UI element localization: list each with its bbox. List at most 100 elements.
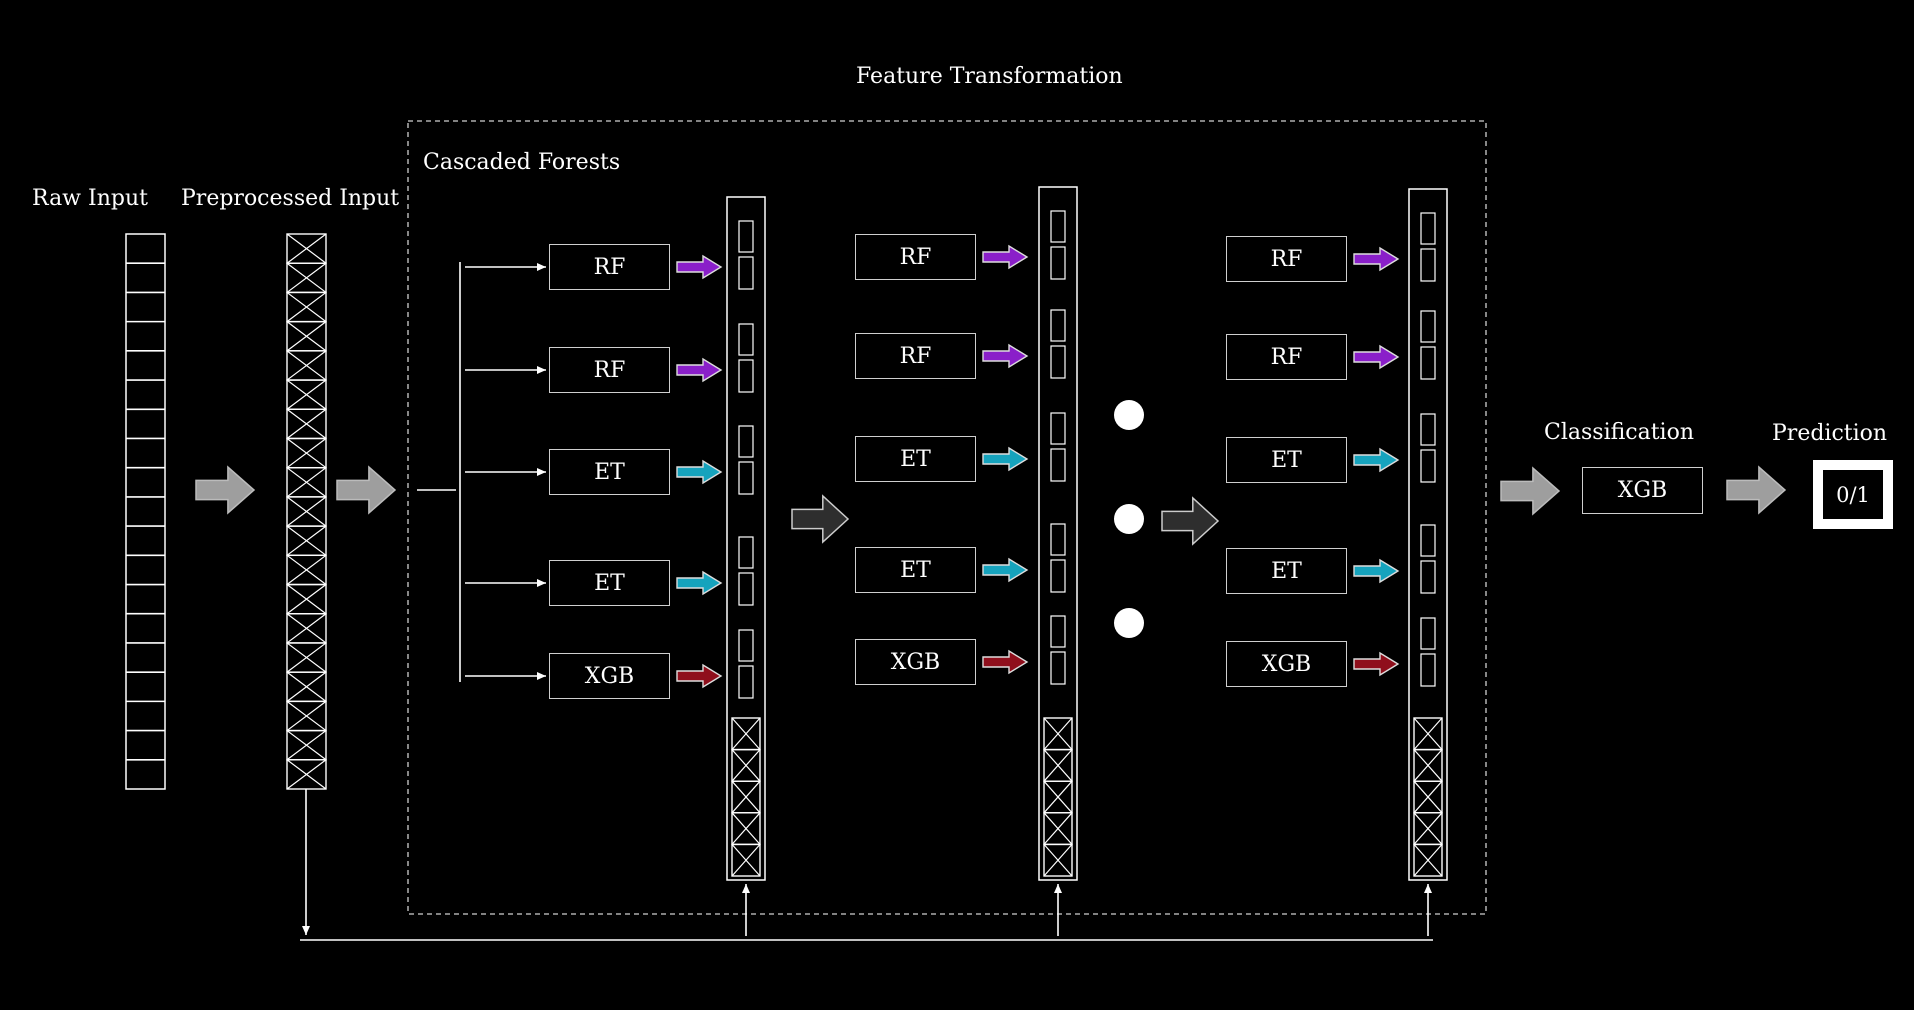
level-n-forest-rf: RF <box>1226 334 1347 380</box>
continuation-dot <box>1114 608 1144 638</box>
level-n-class-vector-cell <box>1420 449 1436 483</box>
level-2-forest-et: ET <box>855 547 976 593</box>
level-n-feature-cell-x2 <box>1413 749 1443 782</box>
preprocessed-input-cell-x2 <box>286 321 327 352</box>
level-2-rf-output-arrow <box>982 244 1029 270</box>
level-1-et-output-arrow <box>676 570 723 596</box>
level-n-forest-et: ET <box>1226 437 1347 483</box>
level-2-feature-cell-x2 <box>1043 844 1073 877</box>
level-1-xgb-output-arrow <box>676 663 723 689</box>
level-1-forest-et: ET <box>549 449 670 495</box>
level-1-output-column <box>726 196 766 881</box>
classifier-to-prediction-arrow <box>1726 465 1787 515</box>
level-2-class-vector-cell <box>1050 309 1066 342</box>
prediction-output-box: 0/1 <box>1813 460 1893 529</box>
level-2-class-vector-cell <box>1050 345 1066 379</box>
level-1-class-vector-cell <box>738 536 754 569</box>
level-2-class-vector-cell <box>1050 246 1066 280</box>
level-n-class-vector-cell <box>1420 248 1436 282</box>
raw-input-label: Raw Input <box>32 186 148 211</box>
level-2-feature-cell <box>1043 843 1073 877</box>
level-n-feature-cell-x2 <box>1413 812 1443 845</box>
level-1-class-vector-cell <box>738 461 754 495</box>
classification-label: Classification <box>1544 420 1695 445</box>
preprocessed-input-cell-x2 <box>286 759 327 790</box>
level-n-class-vector-cell <box>1420 310 1436 343</box>
level-1-rf-output-arrow <box>676 254 723 280</box>
level-2-feature-cell-x2 <box>1043 717 1073 750</box>
level-n-feature-cell-x2 <box>1413 780 1443 814</box>
level-2-forest-rf: RF <box>855 333 976 379</box>
level-1-feature-cell-x2 <box>731 780 761 814</box>
preprocessed-input-cell-x2 <box>286 291 327 323</box>
preprocessed-input-label: Preprocessed Input <box>181 186 400 211</box>
level-1-feature-cell-x2 <box>731 749 761 782</box>
level-1-feature-cell-x2 <box>731 717 761 750</box>
level-1-class-vector-cell <box>738 323 754 356</box>
level-1-class-vector-cell <box>738 425 754 458</box>
level-n-rf-output-arrow <box>1353 344 1400 370</box>
level-1-class-vector-cell <box>738 572 754 606</box>
level-n-class-vector-cell <box>1420 560 1436 594</box>
level-1-to-level-2-arrow <box>791 494 850 544</box>
fan-out-arrow-head <box>537 468 546 476</box>
level-1-feature-cell <box>731 843 761 877</box>
level-1-feature-cell-x2 <box>731 812 761 845</box>
fan-out-arrow-head <box>537 263 546 271</box>
preprocessed-input-cell-x2 <box>286 467 327 498</box>
level-2-output-column <box>1038 186 1078 881</box>
level-2-forest-xgb: XGB <box>855 639 976 685</box>
fan-out-arrow-head <box>537 672 546 680</box>
raw-to-preprocessed-arrow <box>195 465 256 515</box>
preprocessed-input-cell-x2 <box>286 379 327 410</box>
prediction-label: Prediction <box>1772 421 1888 446</box>
level-n-output-column <box>1408 188 1448 881</box>
preprocessed-feedback-down-arrow-head <box>302 926 310 935</box>
level-n-forest-et: ET <box>1226 548 1347 594</box>
level-1-class-vector-cell <box>738 220 754 253</box>
feedback-up-arrow-head <box>1424 884 1432 893</box>
continuation-dot <box>1114 400 1144 430</box>
level-2-rf-output-arrow <box>982 343 1029 369</box>
level-2-feature-cell-x2 <box>1043 749 1073 782</box>
level-n-feature-cell <box>1413 843 1443 877</box>
preprocessed-input-cell-x2 <box>286 584 327 615</box>
level-1-class-vector-cell <box>738 256 754 290</box>
preprocessed-input-cell-x2 <box>286 613 327 644</box>
preprocessed-to-cascade-arrow <box>336 465 397 515</box>
preprocessed-input-cell-x2 <box>286 554 327 586</box>
level-2-class-vector-cell <box>1050 651 1066 685</box>
cascaded-forests-label: Cascaded Forests <box>423 150 621 175</box>
level-1-rf-output-arrow <box>676 357 723 383</box>
level-n-feature-cell-x2 <box>1413 844 1443 877</box>
level-2-class-vector-cell <box>1050 412 1066 445</box>
preprocessed-input-cell-x2 <box>286 642 327 673</box>
level-2-forest-et: ET <box>855 436 976 482</box>
level-2-feature-cell-x2 <box>1043 812 1073 845</box>
feedback-up-arrow-head <box>742 884 750 893</box>
level-2-class-vector-cell <box>1050 615 1066 648</box>
continuation-dot <box>1114 504 1144 534</box>
level-n-class-vector-cell <box>1420 653 1436 687</box>
level-n-et-output-arrow <box>1353 447 1400 473</box>
level-2-et-output-arrow <box>982 446 1029 472</box>
level-n-class-vector-cell <box>1420 413 1436 446</box>
feedback-up-arrow-head <box>1054 884 1062 893</box>
preprocessed-input-cell-x2 <box>286 262 327 293</box>
level-2-class-vector-cell <box>1050 448 1066 482</box>
level-n-rf-output-arrow <box>1353 246 1400 272</box>
level-2-class-vector-cell <box>1050 210 1066 243</box>
level-n-forest-rf: RF <box>1226 236 1347 282</box>
level-1-et-output-arrow <box>676 459 723 485</box>
level-n-forest-xgb: XGB <box>1226 641 1347 687</box>
level-1-forest-xgb: XGB <box>549 653 670 699</box>
level-2-class-vector-cell <box>1050 523 1066 556</box>
preprocessed-input-cell-x2 <box>286 350 327 381</box>
level-n-xgb-output-arrow <box>1353 651 1400 677</box>
level-2-et-output-arrow <box>982 557 1029 583</box>
level-n-class-vector-cell <box>1420 524 1436 557</box>
level-n-class-vector-cell <box>1420 346 1436 380</box>
cascade-to-classifier-arrow <box>1500 466 1561 516</box>
preprocessed-input-cell-x2 <box>286 496 327 527</box>
